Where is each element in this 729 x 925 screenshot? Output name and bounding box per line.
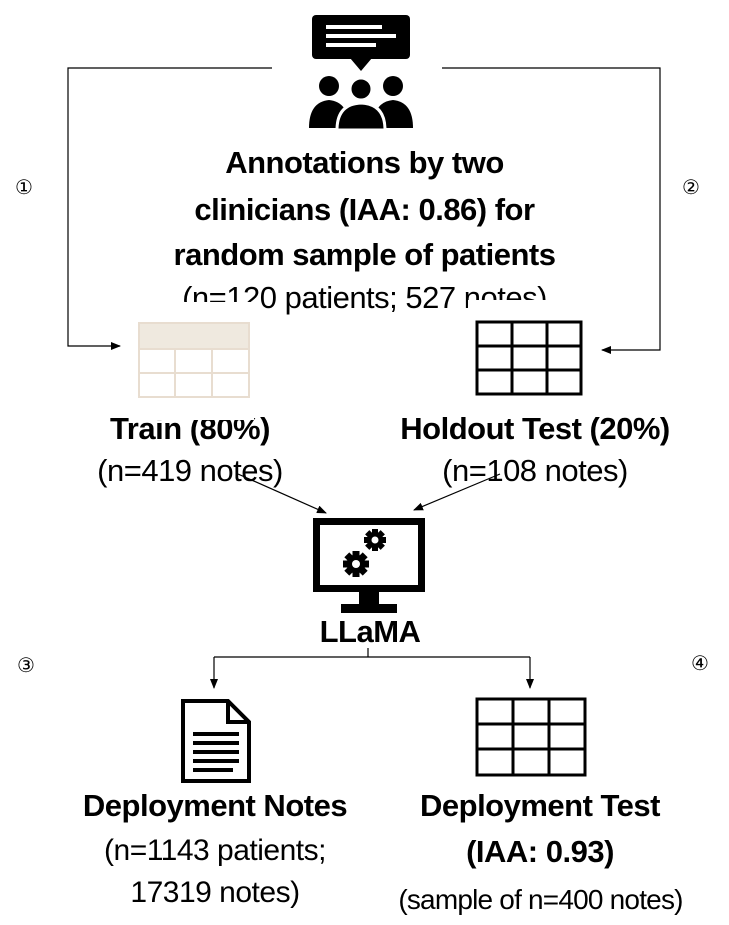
model-label: LLaMA	[319, 614, 421, 649]
gear-icon	[364, 529, 386, 551]
annotation-count-mid: patients; 527	[276, 280, 464, 315]
step-4-marker: ④	[691, 653, 709, 675]
deployment-test-line-1: (IAA: 0.93)	[466, 834, 614, 869]
arrow-holdout-to-llama	[413, 473, 501, 511]
arrow-llama-split	[210, 648, 534, 689]
step-2-marker: ②	[682, 177, 700, 199]
arrow-train-to-llama	[237, 473, 327, 514]
people-group-icon	[309, 76, 413, 130]
annotation-count-line: (n=120 patients; 527 notes)	[0, 280, 729, 316]
table-icon	[475, 697, 587, 777]
monitor-gears-icon	[313, 518, 425, 613]
deployment-test-line-2: (sample of n=400 notes)	[398, 884, 683, 915]
arrow-to-holdout	[442, 67, 661, 354]
annotation-title-line-2: clinicians (IAA: 0.86) for	[194, 192, 535, 227]
deployment-notes-line-2: 17319 notes)	[130, 876, 300, 909]
arrow-to-train	[67, 67, 272, 350]
train-detail: (n=419 notes)	[97, 453, 283, 488]
train-title-occluder	[134, 408, 254, 420]
document-icon	[181, 699, 251, 783]
deployment-test-title: Deployment Test	[420, 788, 660, 823]
deployment-notes-title: Deployment Notes	[82, 788, 348, 823]
table-icon	[475, 320, 583, 396]
holdout-detail: (n=108 notes)	[442, 453, 628, 488]
annotation-title-line-1: Annotations by two	[225, 145, 504, 180]
count-line-occluder-left	[120, 302, 260, 322]
step-1-marker: ①	[15, 177, 33, 199]
count-line-occluder-right	[468, 300, 588, 322]
faded-table-icon	[138, 322, 250, 398]
chat-bubble-icon	[312, 15, 410, 71]
holdout-title: Holdout Test (20%)	[400, 411, 670, 446]
deployment-notes-line-1: (n=1143 patients;	[104, 834, 326, 867]
step-3-marker: ③	[17, 655, 35, 677]
annotation-title-line-3: random sample of patients	[173, 237, 556, 272]
gear-icon	[343, 551, 369, 577]
